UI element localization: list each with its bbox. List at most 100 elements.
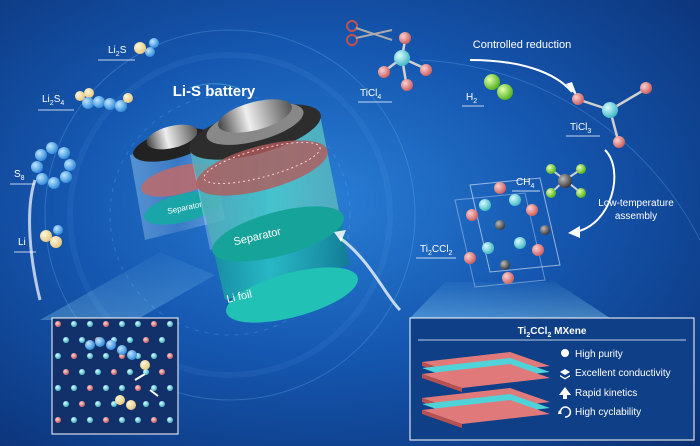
lattice-atom: [159, 337, 165, 343]
lithium-atom: [145, 47, 155, 57]
lattice-atom: [167, 385, 173, 391]
mxene-layer-stack-top: [422, 352, 550, 392]
mxene-panel-title: Ti2CCl2 MXene: [518, 326, 587, 339]
svg-text:Li: Li: [18, 237, 26, 248]
lattice-atom: [87, 353, 93, 359]
lattice-atom: [143, 337, 149, 343]
circle-icon: [561, 349, 569, 357]
lattice-atom: [71, 321, 77, 327]
mxene-panel: Ti2CCl2 MXene High purity Exc: [409, 317, 695, 441]
crystal-atom: [479, 199, 491, 211]
svg-text:Li2S: Li2S: [108, 45, 127, 58]
cycle-icon: [558, 406, 572, 418]
lattice-atom: [127, 369, 133, 375]
lattice-atom: [151, 417, 157, 423]
h2-molecule: [484, 74, 500, 90]
lattice-atom: [71, 417, 77, 423]
lattice-atom: [127, 337, 133, 343]
feature-rapid-kinetics: Rapid kinetics: [575, 388, 637, 399]
assembly-arrow: [574, 149, 616, 233]
crystal-atom: [526, 204, 538, 216]
lattice-atom: [55, 321, 61, 327]
crystal-atom: [494, 182, 506, 194]
crystal-atom: [532, 244, 544, 256]
lattice-atom: [111, 369, 117, 375]
sulfur-atom: [134, 42, 146, 54]
large-battery: Separator Li foil: [189, 99, 358, 323]
lattice-atom: [63, 401, 69, 407]
crystal-atom: [482, 242, 494, 254]
ticl3-label: TiCl3: [570, 122, 591, 135]
crystal-atom: [466, 209, 478, 221]
lattice-atom: [55, 417, 61, 423]
species-li2s4: Li2S4: [38, 88, 133, 112]
reduction-arrow: [469, 59, 573, 93]
lattice-atom: [63, 337, 69, 343]
lattice-atom: [151, 321, 157, 327]
crystal-atom: [509, 194, 521, 206]
ti2ccl2-crystal: [454, 177, 561, 288]
feature-excellent-conductivity: Excellent conductivity: [575, 368, 671, 379]
lattice-atom: [119, 385, 125, 391]
feature-high-purity: High purity: [575, 349, 623, 360]
lattice-atom: [87, 417, 93, 423]
low-temp-label-1: Low-temperature: [598, 198, 674, 209]
svg-text:Li2S4: Li2S4: [42, 94, 64, 107]
lattice-atom: [55, 353, 61, 359]
title: Li-S battery: [173, 83, 256, 100]
crystal-atom: [514, 237, 526, 249]
lattice-atom: [95, 401, 101, 407]
lattice-atom: [135, 321, 141, 327]
lattice-atom: [135, 385, 141, 391]
h2-label: H2: [466, 92, 477, 105]
species-s8: S8: [10, 142, 76, 189]
lattice-atom: [103, 353, 109, 359]
lattice-atom: [167, 417, 173, 423]
lattice-atom: [55, 385, 61, 391]
lattice-atom: [63, 369, 69, 375]
lattice-atom: [79, 337, 85, 343]
lattice-atom: [71, 353, 77, 359]
lattice-atom: [95, 369, 101, 375]
svg-text:S8: S8: [14, 169, 25, 182]
species-li: Li: [14, 225, 63, 253]
lattice-atom: [87, 385, 93, 391]
lattice-atom: [167, 321, 173, 327]
lattice-zoom: [40, 252, 215, 435]
lattice-atom: [119, 417, 125, 423]
lattice-atom: [151, 353, 157, 359]
crystal-atom: [500, 260, 510, 270]
layers-icon: [560, 369, 570, 380]
lattice-atom: [159, 369, 165, 375]
crystal-atom: [464, 252, 476, 264]
lattice-atom: [143, 401, 149, 407]
lattice-atom: [151, 385, 157, 391]
lattice-atom: [167, 353, 173, 359]
crystal-atom: [540, 225, 550, 235]
lattice-atom: [103, 385, 109, 391]
scissors-icon: [346, 20, 393, 46]
lattice-atom: [159, 401, 165, 407]
controlled-reduction-label: Controlled reduction: [473, 39, 571, 51]
ticl4-label: TiCl4: [360, 88, 381, 101]
li-foil-label: Li foil: [225, 288, 253, 305]
ti2ccl2-label: Ti2CCl2: [420, 244, 453, 257]
arrow-up-icon: [559, 387, 571, 399]
crystal-atom: [495, 220, 505, 230]
lattice-atom: [79, 369, 85, 375]
lithium-atom: [149, 38, 159, 48]
projection-beam: [410, 282, 610, 318]
lattice-atom: [135, 417, 141, 423]
species-li2s: Li2S: [98, 38, 159, 61]
curved-arrow-center: [339, 236, 402, 312]
curved-arrow-left: [28, 179, 42, 301]
low-temp-label-2: assembly: [615, 211, 657, 222]
feature-high-cyclability: High cyclability: [575, 407, 641, 418]
ch4-label: CH4: [516, 177, 534, 190]
lattice-atom: [71, 385, 77, 391]
background-rings: [44, 29, 700, 401]
lattice-atom: [103, 321, 109, 327]
mxene-layer-stack-bottom: [422, 388, 550, 428]
